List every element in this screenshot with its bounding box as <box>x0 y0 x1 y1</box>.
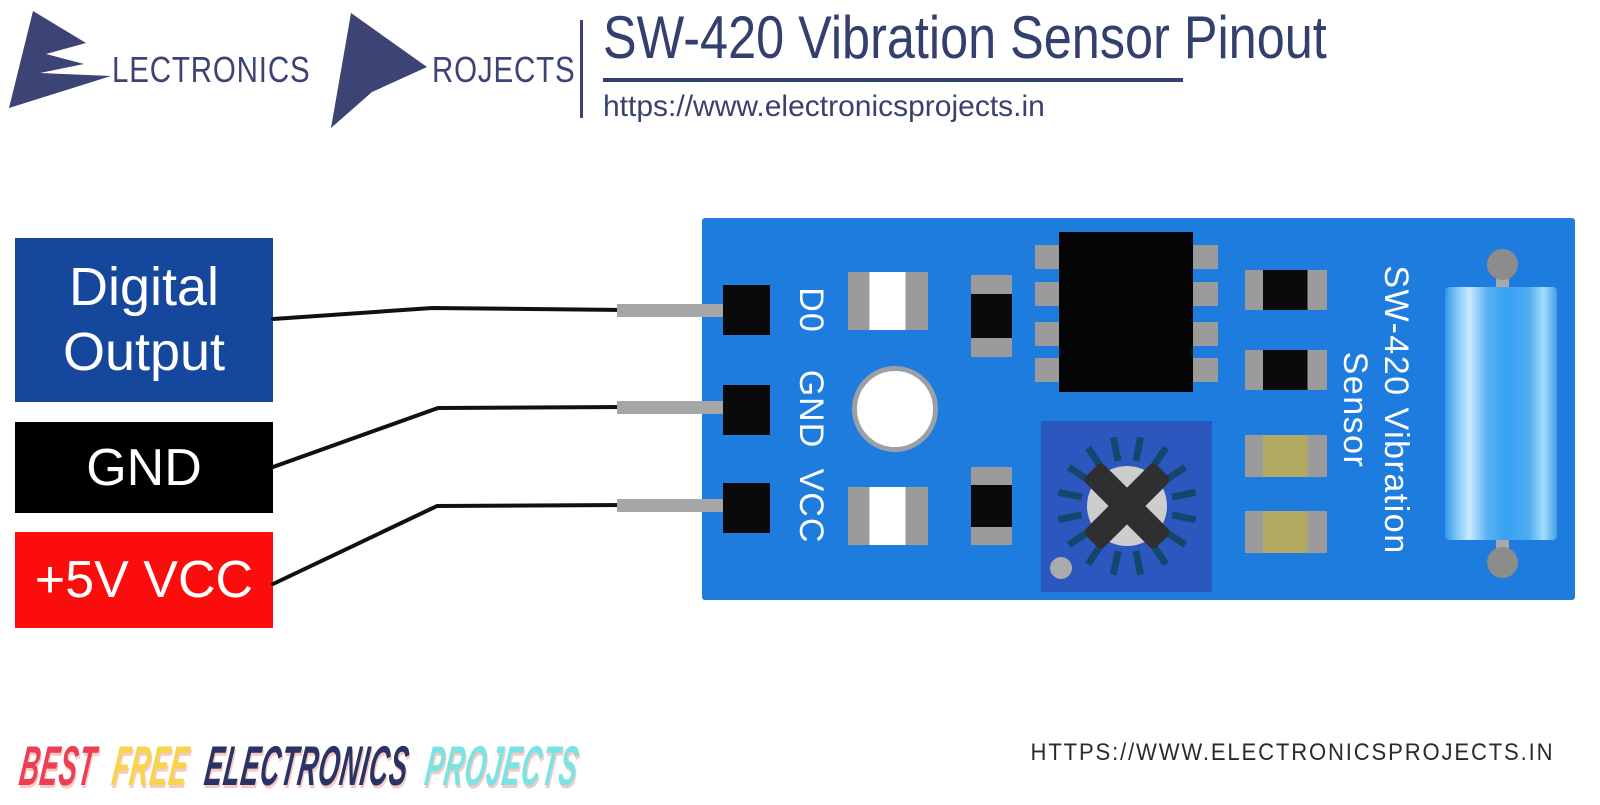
digital-output-line1: Digital <box>68 257 220 318</box>
logo-word-electronics: LECTRONICS <box>112 49 311 90</box>
tagline-word-free: FREE <box>108 734 194 797</box>
vcc-label-box: +5V VCC <box>15 532 273 628</box>
site-url: https://www.electronicsprojects.in <box>603 90 1045 123</box>
pot-corner-dot <box>1050 557 1072 579</box>
tagline-word-best: BEST <box>16 734 101 797</box>
potentiometer-knob-icon <box>1050 436 1197 579</box>
footer-website-url: HTTPS://WWW.ELECTRONICSPROJECTS.IN <box>1030 739 1554 766</box>
pin-pad-gnd <box>723 385 770 435</box>
digital-output-line2: Output <box>62 322 226 382</box>
page-title: SW-420 Vibration Sensor Pinout <box>603 4 1327 71</box>
d0-wire <box>617 304 749 317</box>
tagline-word-projects: PROJECTS <box>421 734 584 797</box>
tagline-word-electronics: ELECTRONICS <box>201 734 414 797</box>
ic-leg <box>1191 358 1218 382</box>
silkscreen-line1: SW-420 Vibration <box>1377 265 1415 555</box>
smd-capacitor-black-2 <box>1245 350 1327 390</box>
sensitivity-potentiometer <box>1041 421 1212 592</box>
pin-label-vcc: VCC <box>792 468 830 544</box>
sensor-solder-joint-top <box>1487 249 1518 280</box>
sensor-solder-joint-bottom <box>1487 547 1518 578</box>
digital-output-label-box: Digital Output <box>15 238 273 402</box>
tagline: BEST FREE ELECTRONICS PROJECTS <box>16 733 592 798</box>
ic-leg <box>1035 358 1061 382</box>
silkscreen-text: SW-420 Vibration Sensor <box>1328 245 1416 575</box>
ic-leg <box>1191 322 1218 346</box>
mounting-hole <box>852 366 938 452</box>
pin-pad-d0 <box>723 285 770 335</box>
electronics-projects-logo-icon <box>9 11 427 128</box>
gnd-wire <box>617 401 749 414</box>
gnd-label-box: GND <box>15 422 273 513</box>
comparator-ic-chip <box>1059 232 1193 392</box>
gnd-label: GND <box>86 438 202 497</box>
pin-pad-vcc <box>723 483 770 533</box>
ic-leg <box>1035 322 1061 346</box>
silkscreen-line2: Sensor <box>1336 351 1375 469</box>
title-underline <box>603 78 1183 82</box>
ic-leg <box>1035 282 1061 306</box>
header-divider <box>580 20 583 118</box>
vibration-sensor-cylinder <box>1445 287 1557 540</box>
smd-transistor-bottom <box>971 467 1012 545</box>
vcc-wire <box>617 499 749 512</box>
smd-capacitor-yellow-2 <box>1245 511 1327 553</box>
vcc-label: +5V VCC <box>34 551 254 609</box>
ic-leg <box>1035 245 1061 269</box>
smd-capacitor-black-1 <box>1245 270 1327 310</box>
smd-resistor-bottom <box>848 487 928 545</box>
logo-word-projects: ROJECTS <box>432 49 576 90</box>
smd-capacitor-yellow-1 <box>1245 435 1327 477</box>
smd-transistor-top <box>971 275 1012 357</box>
ic-leg <box>1191 245 1218 269</box>
smd-resistor-top <box>848 272 928 330</box>
ic-leg <box>1191 282 1218 306</box>
